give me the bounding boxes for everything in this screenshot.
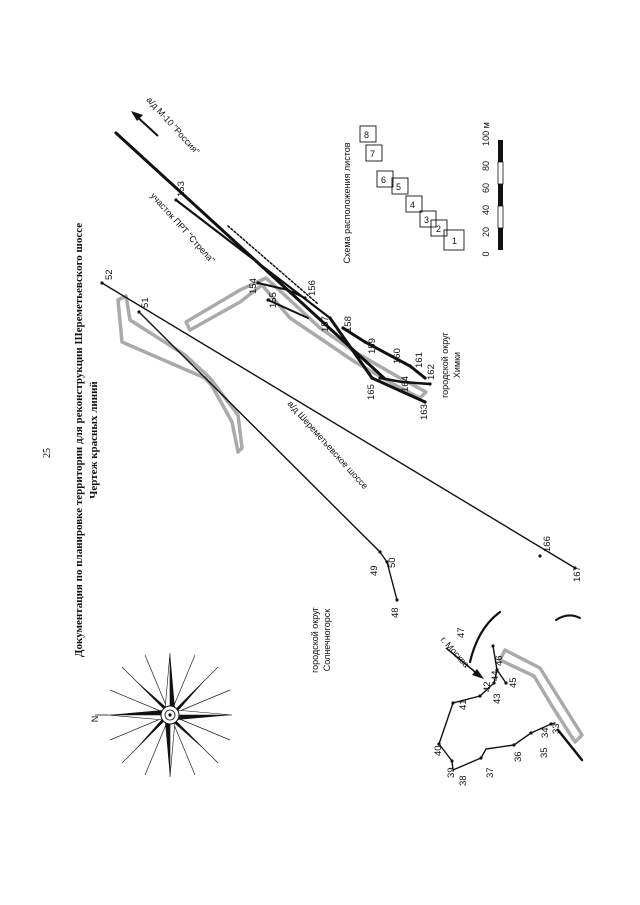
red-line-hatched [227,225,319,305]
point-label: 34 [540,727,551,738]
scheme-title: Схема расположения листов [342,142,352,263]
sheet-number: 6 [381,175,386,185]
sheet-box-6 [376,170,394,188]
scale-tick: 0 [481,251,491,256]
sheet-number: 7 [370,149,375,159]
point-label: 164 [400,376,411,392]
point-label: 47 [456,627,467,638]
compass-rose-icon [95,652,233,778]
point-label: 45 [508,677,519,688]
sheet-number: 2 [436,224,441,234]
point-label: 159 [367,338,378,354]
sheet-layout-scheme: Схема расположения листов 8 7 6 5 4 3 2 … [342,125,465,264]
sheet-box-2 [430,219,448,237]
drawing-subtitle: Чертеж красных линий [88,381,100,499]
boundary-zone-north [116,294,244,454]
point-labels: 52 51 153 154 155 156 157 158 159 160 16… [104,181,583,786]
point-label: 162 [426,364,437,380]
boundary-zone-south [498,648,584,744]
road-label-prt: участок ПРТ "Стрела" [149,191,217,265]
sheet-number: 5 [396,182,401,192]
point-label: 36 [513,751,524,762]
point-label: 52 [104,269,115,280]
scale-tick: 40 [481,205,491,215]
point-label: 157 [320,316,331,332]
point-label: 41 [458,699,469,710]
red-line-south [438,722,556,772]
point-label: 154 [248,278,259,294]
point-label: 48 [390,607,401,618]
point-label: 167 [572,566,583,582]
point-label: 44 [490,670,501,681]
red-line-51-48 [138,311,398,601]
red-line-154-156 [257,282,306,299]
page-number: 25 [42,448,53,458]
point-label: 158 [343,316,354,332]
point-label: 49 [369,565,380,576]
red-line-45-46 [496,669,507,684]
point-label: 35 [539,747,550,758]
point-label: 38 [458,775,469,786]
sheet-number: 4 [410,200,415,210]
scale-tick: 100 м [481,122,491,146]
scale-bar: 0 20 40 60 80 100 м [481,122,504,257]
area-label-solnechnogorsk-1: городской округ [310,606,320,673]
point-label: 43 [492,693,503,704]
red-line-33 [556,728,584,762]
sheet-box-1 [443,229,465,251]
sheet-number: 1 [452,236,457,246]
scale-tick: 60 [481,183,491,193]
m10-direction-arrow [131,111,159,137]
points [100,198,577,763]
moscow-direction-arrow [445,647,484,679]
point-label: 33 [551,723,562,734]
point-label: 51 [140,297,151,308]
red-line-155 [267,299,309,319]
red-line-153-157 [174,198,332,320]
point-label: 37 [485,767,496,778]
sheet-box-7 [365,144,383,162]
sheet-box-5 [391,177,409,195]
document-title: Документация по планировке территории дл… [73,223,85,657]
red-lines [101,131,584,772]
red-line-arc-166 [555,614,581,621]
point-label: 42 [482,681,493,692]
point-label: 166 [542,536,553,552]
area-label-khimki-1: городской округ [440,331,450,398]
point-label: 46 [494,655,505,666]
point-label: 40 [433,745,444,756]
area-label-khimki-2: Химки [452,352,462,378]
point-label: 155 [268,292,279,308]
sheet-box-4 [405,195,423,213]
sheet-box-8 [359,125,377,143]
red-line-arc-47 [468,610,502,664]
red-line-41-47 [479,645,498,697]
point-label: 160 [392,348,403,364]
point-label: 153 [176,181,187,197]
scale-tick: 80 [481,161,491,171]
red-line-158-161 [341,326,427,380]
point-label: 39 [446,767,457,778]
point-label: 165 [366,384,377,400]
compass-rose: N [90,652,233,778]
area-label-moscow: г. Москва [439,635,472,670]
red-line-164-162 [378,376,432,386]
area-label-solnechnogorsk-2: Солнечногорск [322,609,332,671]
sheet-box-3 [419,210,437,228]
road-label-m10: а/д М-10 "Россия" [145,95,202,157]
road-label-sheremetyevo: а/д Шереметьевское шоссе [286,399,371,491]
sheet-number: 3 [424,215,429,225]
scale-tick: 20 [481,227,491,237]
sheet-number: 8 [364,130,369,140]
red-line-52-167 [101,282,576,569]
point-label: 163 [419,404,430,420]
point-label: 156 [307,280,318,296]
point-label: 50 [387,557,398,568]
point-label: 161 [414,352,425,368]
compass-north-label: N [90,716,100,723]
